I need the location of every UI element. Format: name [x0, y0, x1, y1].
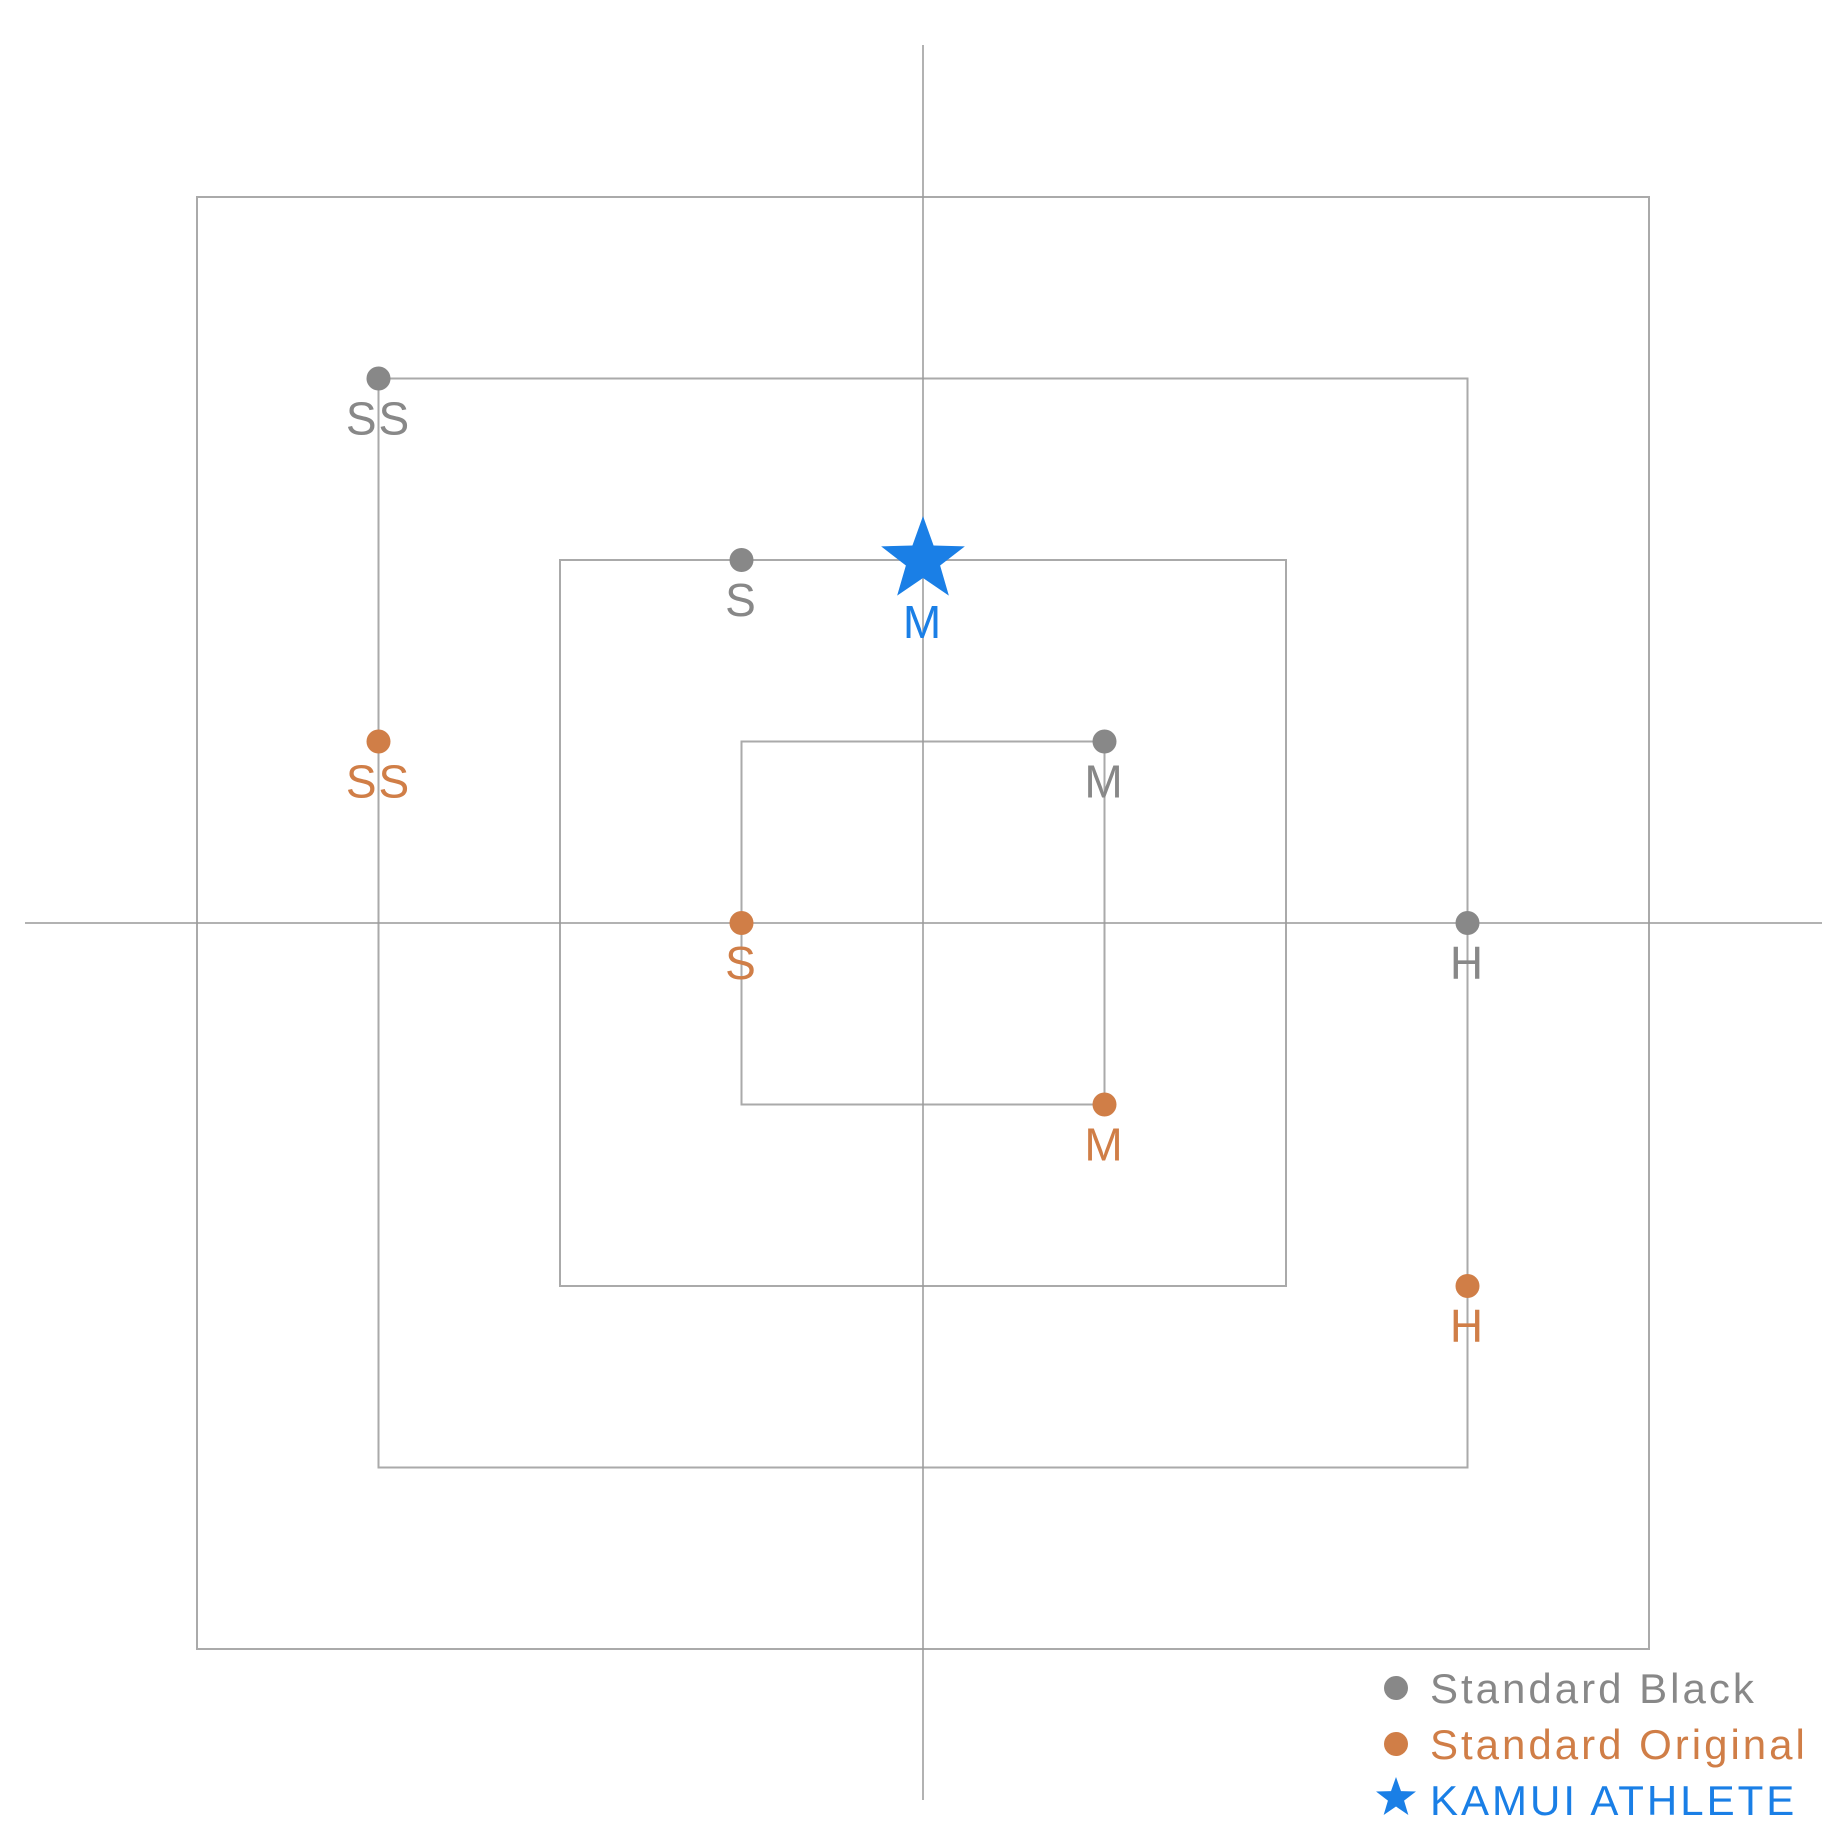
- point-label-standard-black-s: S: [725, 574, 758, 626]
- legend-dot-icon-standard-original: [1384, 1732, 1408, 1756]
- point-label-standard-original-h: H: [1450, 1300, 1485, 1352]
- point-label-standard-original-m: M: [1084, 1119, 1124, 1171]
- point-standard-black-ss: [366, 366, 391, 391]
- legend-label-kamui-athlete: KAMUI ATHLETE: [1430, 1777, 1797, 1824]
- point-standard-original-m: [1092, 1092, 1117, 1117]
- point-label-standard-black-h: H: [1450, 937, 1485, 989]
- point-label-standard-original-ss: SS: [346, 756, 411, 808]
- axes-layer: [25, 45, 1822, 1800]
- point-standard-black-s: [729, 548, 754, 572]
- point-label-standard-black-m: M: [1084, 756, 1124, 808]
- legend-label-standard-black: Standard Black: [1430, 1665, 1757, 1712]
- legend-label-standard-original: Standard Original: [1430, 1721, 1808, 1768]
- point-standard-original-s: [729, 911, 754, 935]
- point-standard-black-h: [1455, 911, 1480, 935]
- legend-star-icon: [1376, 1777, 1416, 1815]
- point-label-kamui-athlete-m: M: [903, 596, 943, 648]
- legend-dot-icon-standard-black: [1384, 1676, 1408, 1700]
- point-standard-original-h: [1455, 1274, 1480, 1298]
- point-label-standard-original-s: S: [725, 937, 758, 989]
- point-standard-original-ss: [366, 729, 391, 754]
- point-kamui-athlete-m: [881, 516, 965, 596]
- point-label-standard-black-ss: SS: [346, 393, 411, 445]
- point-standard-black-m: [1092, 729, 1117, 754]
